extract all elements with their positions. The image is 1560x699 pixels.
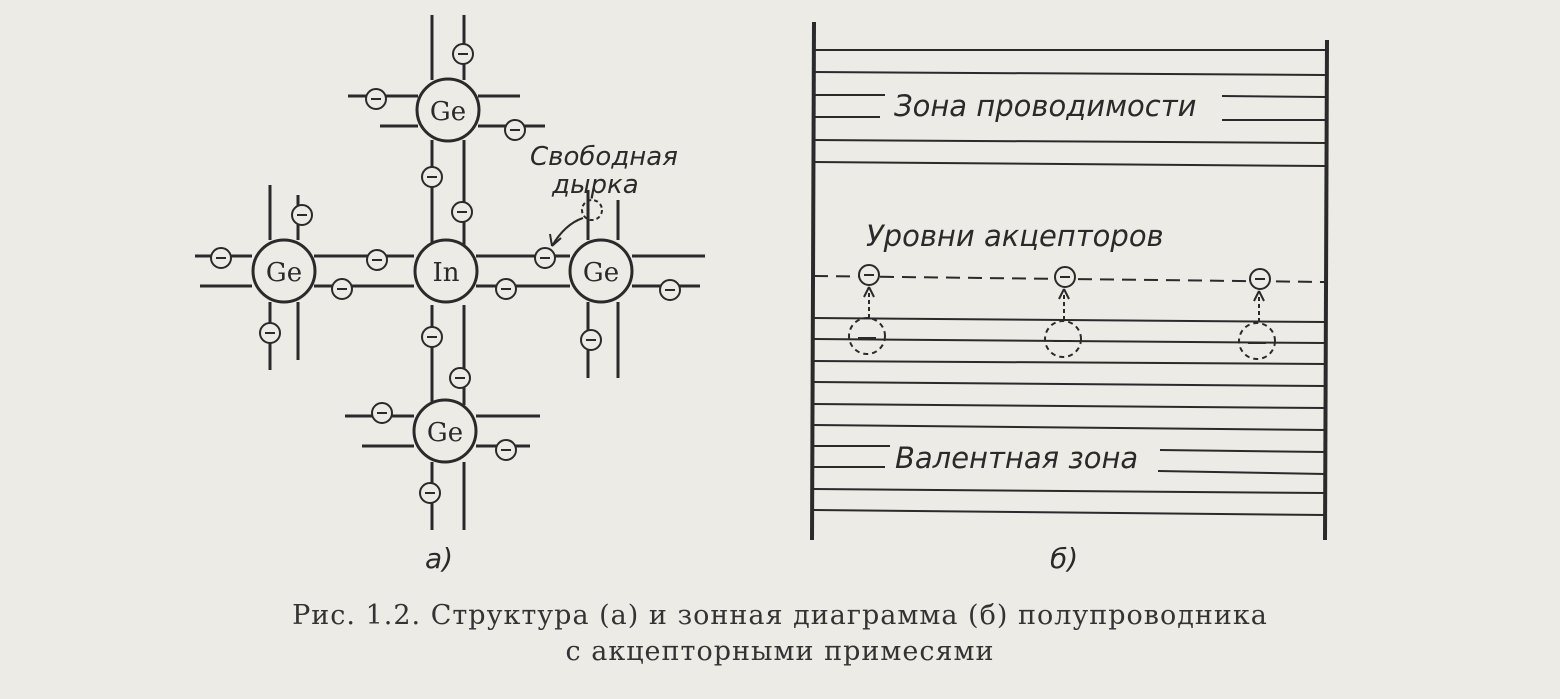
caption-line2: с акцепторными примесями <box>565 636 995 667</box>
sublabel-a: а) <box>425 542 453 575</box>
atom-bottom-ge: Ge <box>412 398 478 464</box>
atom-left-ge: Ge <box>251 238 317 304</box>
label-free-hole-line1: Свободная <box>530 142 678 172</box>
free-hole <box>549 199 603 247</box>
label-acceptor-levels: Уровни акцепторов <box>866 219 1164 253</box>
atom-top-ge: Ge <box>415 77 481 143</box>
atom-right-ge: Ge <box>568 238 634 304</box>
svg-text:Ge: Ge <box>583 258 619 288</box>
atom-center-in: In <box>413 238 479 304</box>
svg-text:Ge: Ge <box>430 97 466 127</box>
svg-text:In: In <box>432 258 459 288</box>
sublabel-b: б) <box>1050 542 1078 575</box>
valence-band-lines <box>813 317 1326 516</box>
caption-line1: Рис. 1.2. Структура (а) и зонная диаграм… <box>292 600 1268 631</box>
svg-text:Ge: Ge <box>266 258 302 288</box>
label-free-hole-line2: дырка <box>551 170 639 200</box>
label-valence-band: Валентная зона <box>895 441 1138 475</box>
acceptor-transitions <box>848 264 1276 360</box>
svg-text:Ge: Ge <box>427 418 463 448</box>
label-conduction-band: Зона проводимости <box>894 89 1196 123</box>
band-diagram <box>810 21 1329 541</box>
conduction-band-lines <box>813 49 1326 167</box>
